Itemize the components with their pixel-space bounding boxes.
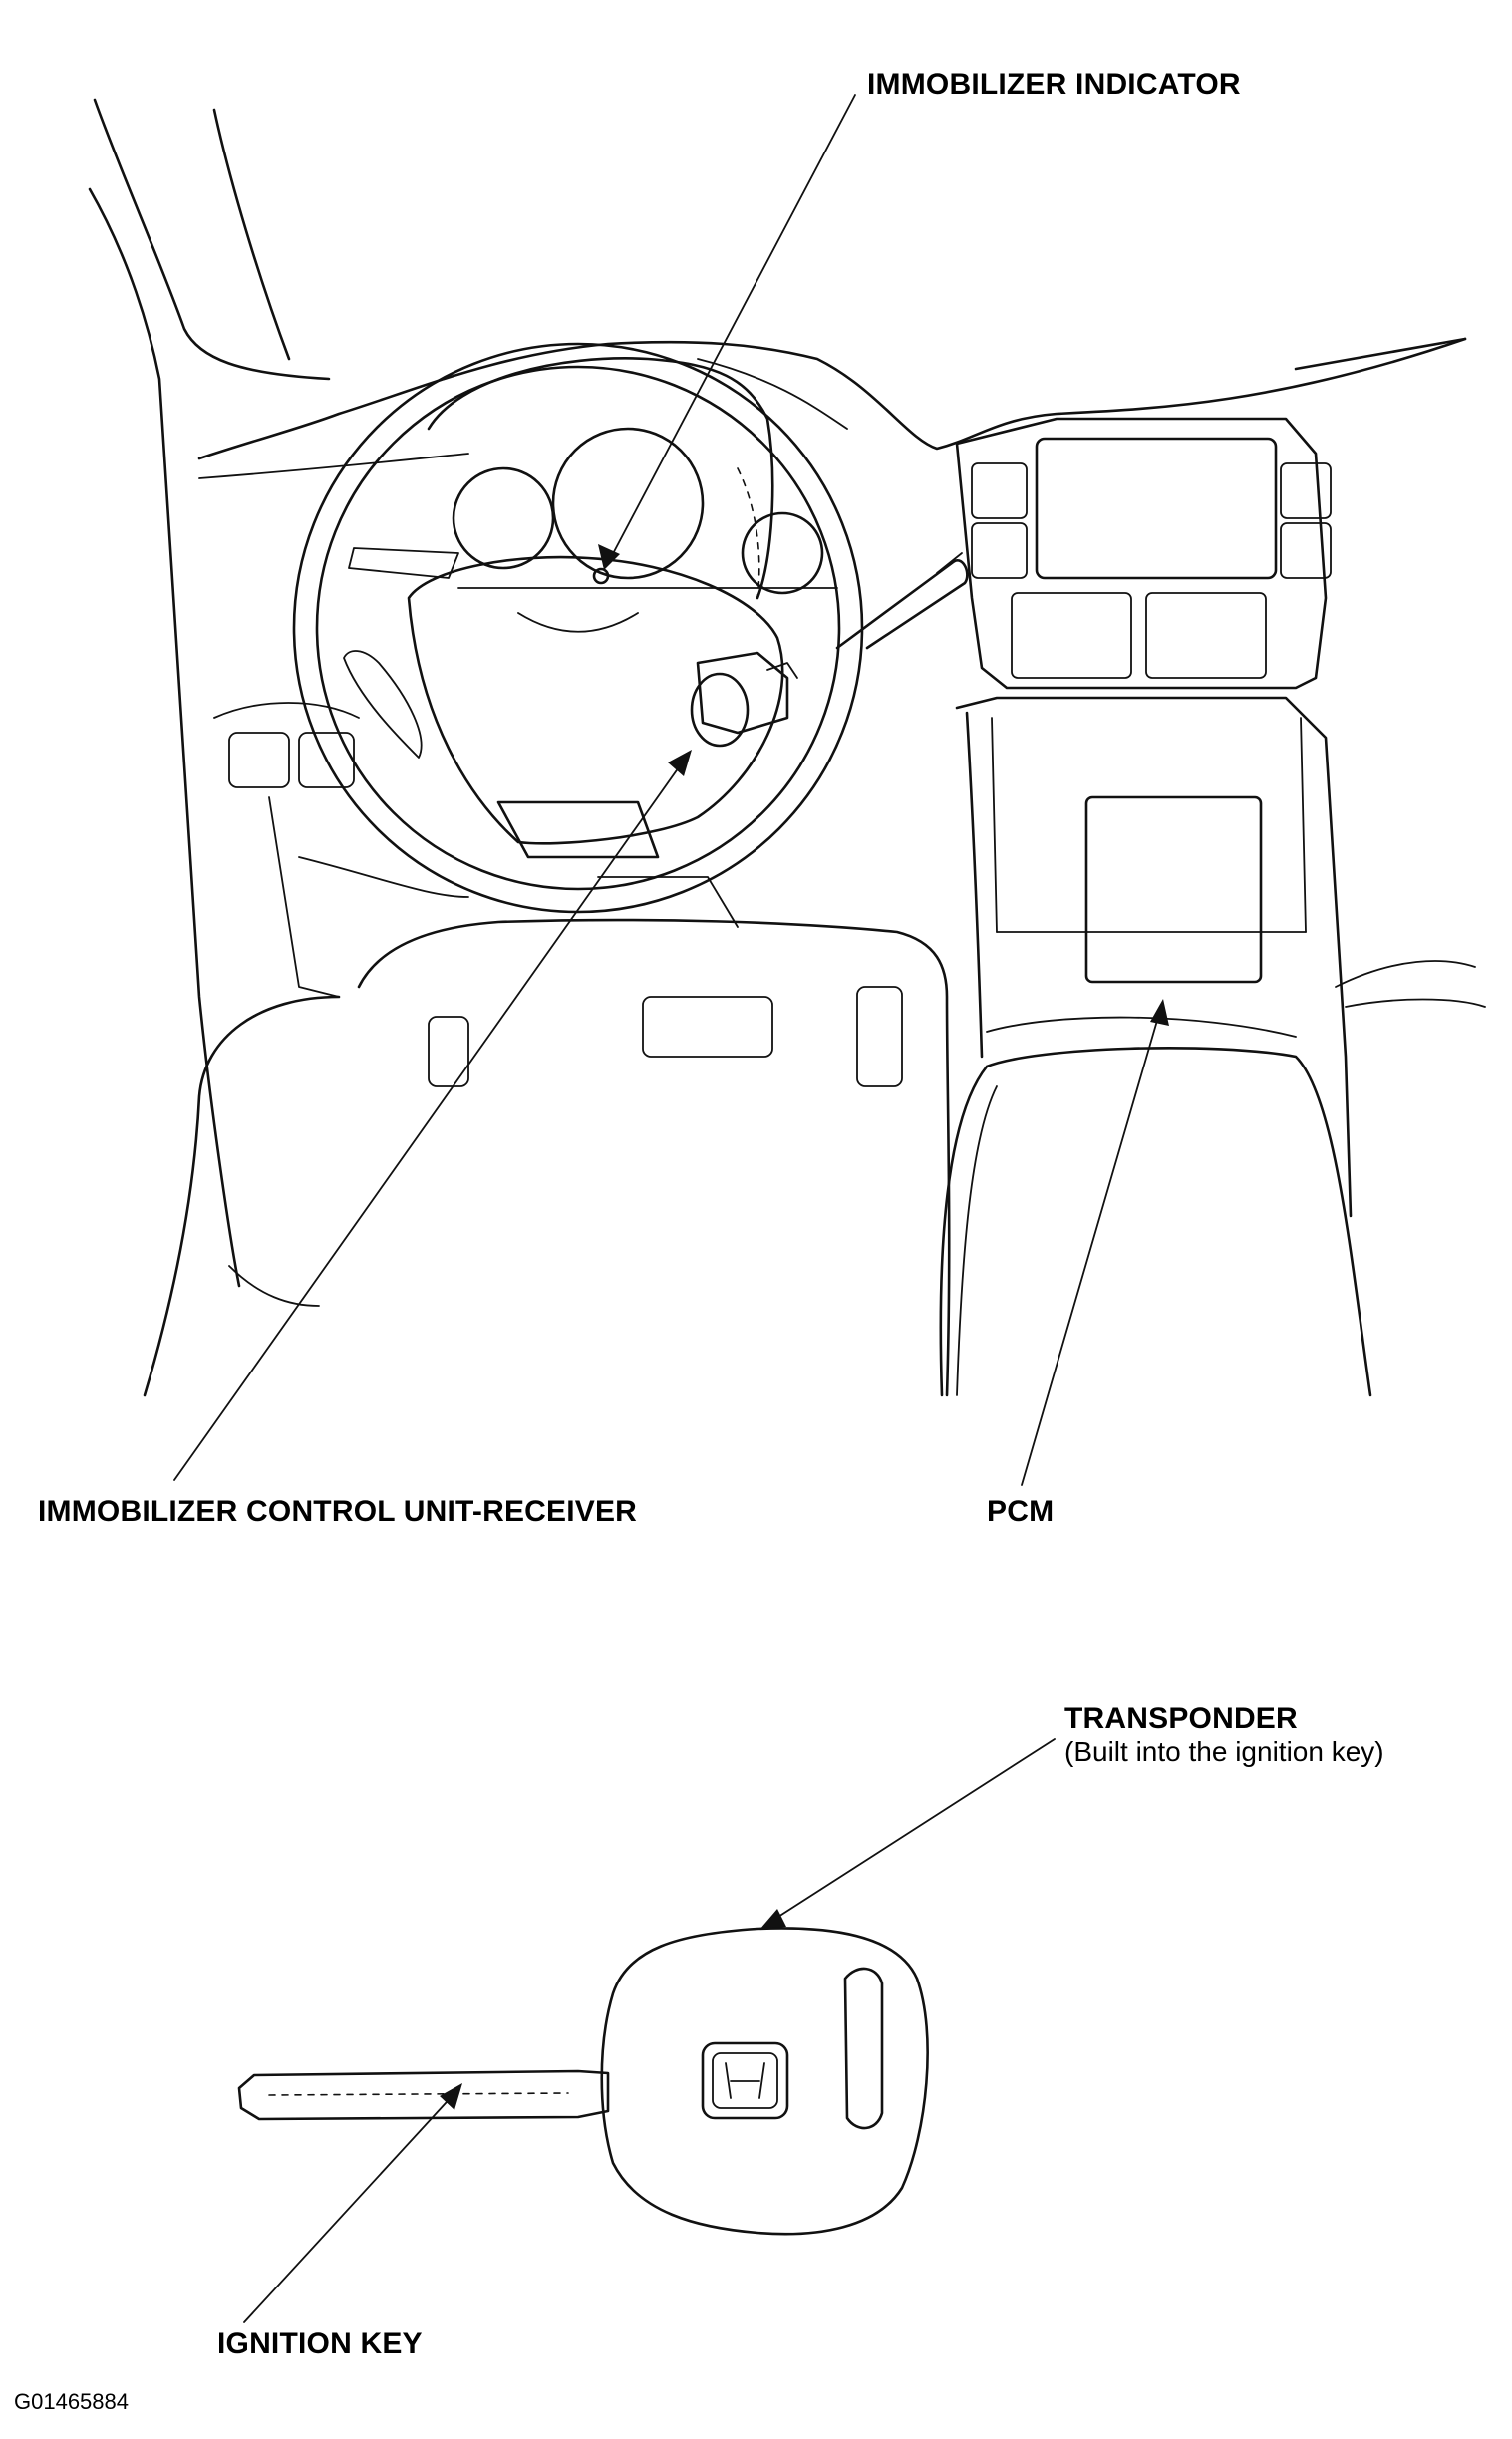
pcm-box <box>1084 795 1263 984</box>
gauge-right <box>741 511 824 595</box>
kick-panel <box>228 1265 320 1307</box>
console-outline <box>955 696 1353 1218</box>
steering-wheel-rim <box>292 342 864 914</box>
left-knee-panel-2 <box>298 856 469 898</box>
gauge-left <box>452 466 555 570</box>
ignition-receiver-body <box>696 651 789 735</box>
immobilizer-indicator-label: IMMOBILIZER INDICATOR <box>867 68 1241 101</box>
steering-wheel-rim-inner <box>315 365 841 891</box>
leader-control-unit <box>173 750 692 1481</box>
column-cover <box>597 876 739 928</box>
console-inner-right <box>1300 717 1307 933</box>
armrest-left <box>939 1046 1372 1397</box>
right-dash-glovebox <box>1345 998 1486 1008</box>
console-inner-left <box>991 717 998 933</box>
figure-code: G01465884 <box>14 2389 129 2414</box>
ignition-cylinder <box>690 672 750 748</box>
windshield-base-right <box>1294 337 1467 371</box>
wiper-stalk-tip <box>936 552 963 574</box>
floor-left <box>143 995 341 1397</box>
left-vent <box>228 732 290 788</box>
a-pillar-inner <box>212 108 291 361</box>
steering-hub <box>407 555 784 845</box>
vent-right-bottom <box>1280 522 1332 579</box>
dead-pedal <box>428 1016 469 1087</box>
steering-spoke-bottom <box>496 800 660 859</box>
left-knee-panel <box>268 796 340 998</box>
leader-pcm <box>1021 999 1169 1486</box>
key-blade-cut <box>268 2092 569 2096</box>
brake-pedal <box>856 986 903 1087</box>
climate-panel-left <box>1011 592 1132 679</box>
dash-top-3 <box>697 358 848 430</box>
cluster-trim <box>737 467 760 599</box>
wiper-stalk <box>835 559 969 650</box>
vent-left-top <box>971 462 1028 519</box>
leader-immobilizer-indicator <box>598 94 856 570</box>
transponder-note: (Built into the ignition key) <box>1064 1736 1384 1767</box>
left-panel-1 <box>213 702 360 719</box>
pcm-label: PCM <box>987 1495 1055 1528</box>
cluster-detail <box>517 612 639 633</box>
immobilizer-control-unit-label: IMMOBILIZER CONTROL UNIT-RECEIVER <box>38 1495 638 1528</box>
brand-emblem-inner <box>712 2052 778 2109</box>
leader-transponder <box>759 1738 1056 1930</box>
floor-tunnel <box>357 918 951 1397</box>
ignition-key-drawing <box>237 1927 929 2236</box>
vent-right-top <box>1280 462 1332 519</box>
armrest-inner <box>956 1085 998 1396</box>
brand-emblem-outer <box>701 2041 789 2120</box>
brand-emblem-h <box>725 2062 765 2099</box>
a-pillar-left <box>88 187 241 1288</box>
climate-panel-right <box>1145 592 1267 679</box>
console-left <box>965 711 984 1059</box>
navigation-screen <box>1035 437 1278 580</box>
steering-slot-left <box>343 650 423 759</box>
key-blade <box>237 2069 610 2121</box>
dash-top <box>197 337 1467 460</box>
right-dash-lower <box>1335 960 1476 988</box>
immobilizer-indicator-lamp <box>592 567 610 585</box>
gauge-center <box>551 427 705 580</box>
ignition-receiver-detail <box>766 662 798 679</box>
leader-ignition-key <box>243 2083 462 2323</box>
vent-left-bottom <box>971 522 1028 579</box>
center-stack-outer <box>955 417 1328 690</box>
accelerator-pedal <box>642 996 773 1058</box>
steering-spoke-left <box>348 547 459 579</box>
key-head <box>600 1927 929 2236</box>
transponder-label: TRANSPONDER <box>1064 1702 1298 1735</box>
key-head-slot <box>843 1967 884 2130</box>
dash-top-2 <box>198 453 469 479</box>
console-lower-rim <box>986 1016 1297 1038</box>
ignition-key-label: IGNITION KEY <box>217 2327 423 2360</box>
left-switch <box>298 732 355 788</box>
a-pillar-outer <box>93 98 331 381</box>
